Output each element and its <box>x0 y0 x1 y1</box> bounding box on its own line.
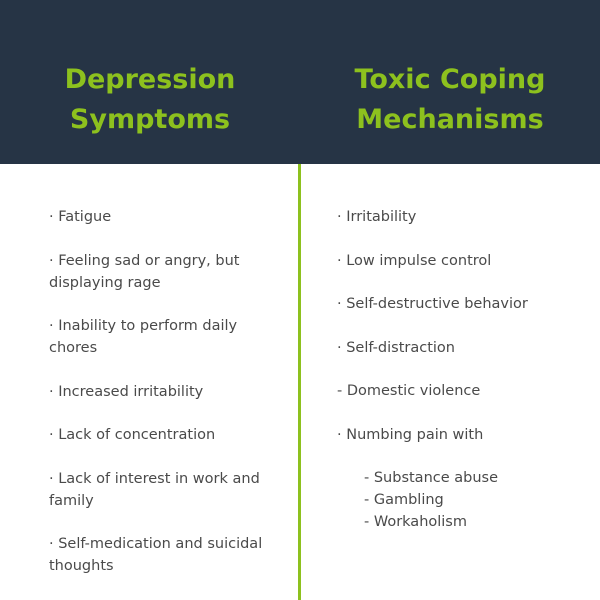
toxic-coping-list: · Irritability · Low impulse control · S… <box>337 206 577 555</box>
list-item: · Inability to perform daily chores <box>49 318 238 356</box>
sub-list-item: - Gambling <box>364 492 444 508</box>
depression-title-line1: Depression <box>64 64 236 95</box>
list-item: · Self-distraction <box>337 339 455 356</box>
list-item: · Irritability <box>337 209 417 225</box>
toxic-coping-title: Toxic Coping Mechanisms <box>305 60 595 140</box>
sub-list-item: - Workaholism <box>364 514 467 530</box>
list-item: · Self-destructive behavior <box>337 296 528 312</box>
list-item: - Domestic violence <box>337 383 481 399</box>
list-item: · Lack of interest in work and family <box>49 470 260 509</box>
toxic-title-line2: Mechanisms <box>356 104 544 135</box>
numbing-pain-sublist: - Substance abuse - Gambling - Workaholi… <box>337 467 577 533</box>
toxic-title-line1: Toxic Coping <box>354 64 546 95</box>
depression-title-line2: Symptoms <box>69 104 231 135</box>
list-item: · Self-medication and suicidal thoughts <box>49 536 263 574</box>
list-item: · Fatigue <box>49 209 112 225</box>
numbing-pain-label: · Numbing pain with <box>337 426 484 443</box>
depression-symptoms-title: Depression Symptoms <box>10 60 290 140</box>
list-item: · Feeling sad or angry, but displaying r… <box>49 252 240 291</box>
list-item: · Increased irritability <box>49 383 204 400</box>
numbing-pain-item: · Numbing pain with - Substance abuse - … <box>337 424 577 534</box>
depression-symptoms-list: · Fatigue · Feeling sad or angry, but di… <box>49 206 289 599</box>
list-item: · Lack of concentration <box>49 427 216 443</box>
sub-list-item: - Substance abuse <box>364 470 499 486</box>
list-item: · Low impulse control <box>337 252 492 269</box>
column-divider <box>298 164 301 600</box>
header-banner: Depression Symptoms Toxic Coping Mechani… <box>0 0 600 164</box>
